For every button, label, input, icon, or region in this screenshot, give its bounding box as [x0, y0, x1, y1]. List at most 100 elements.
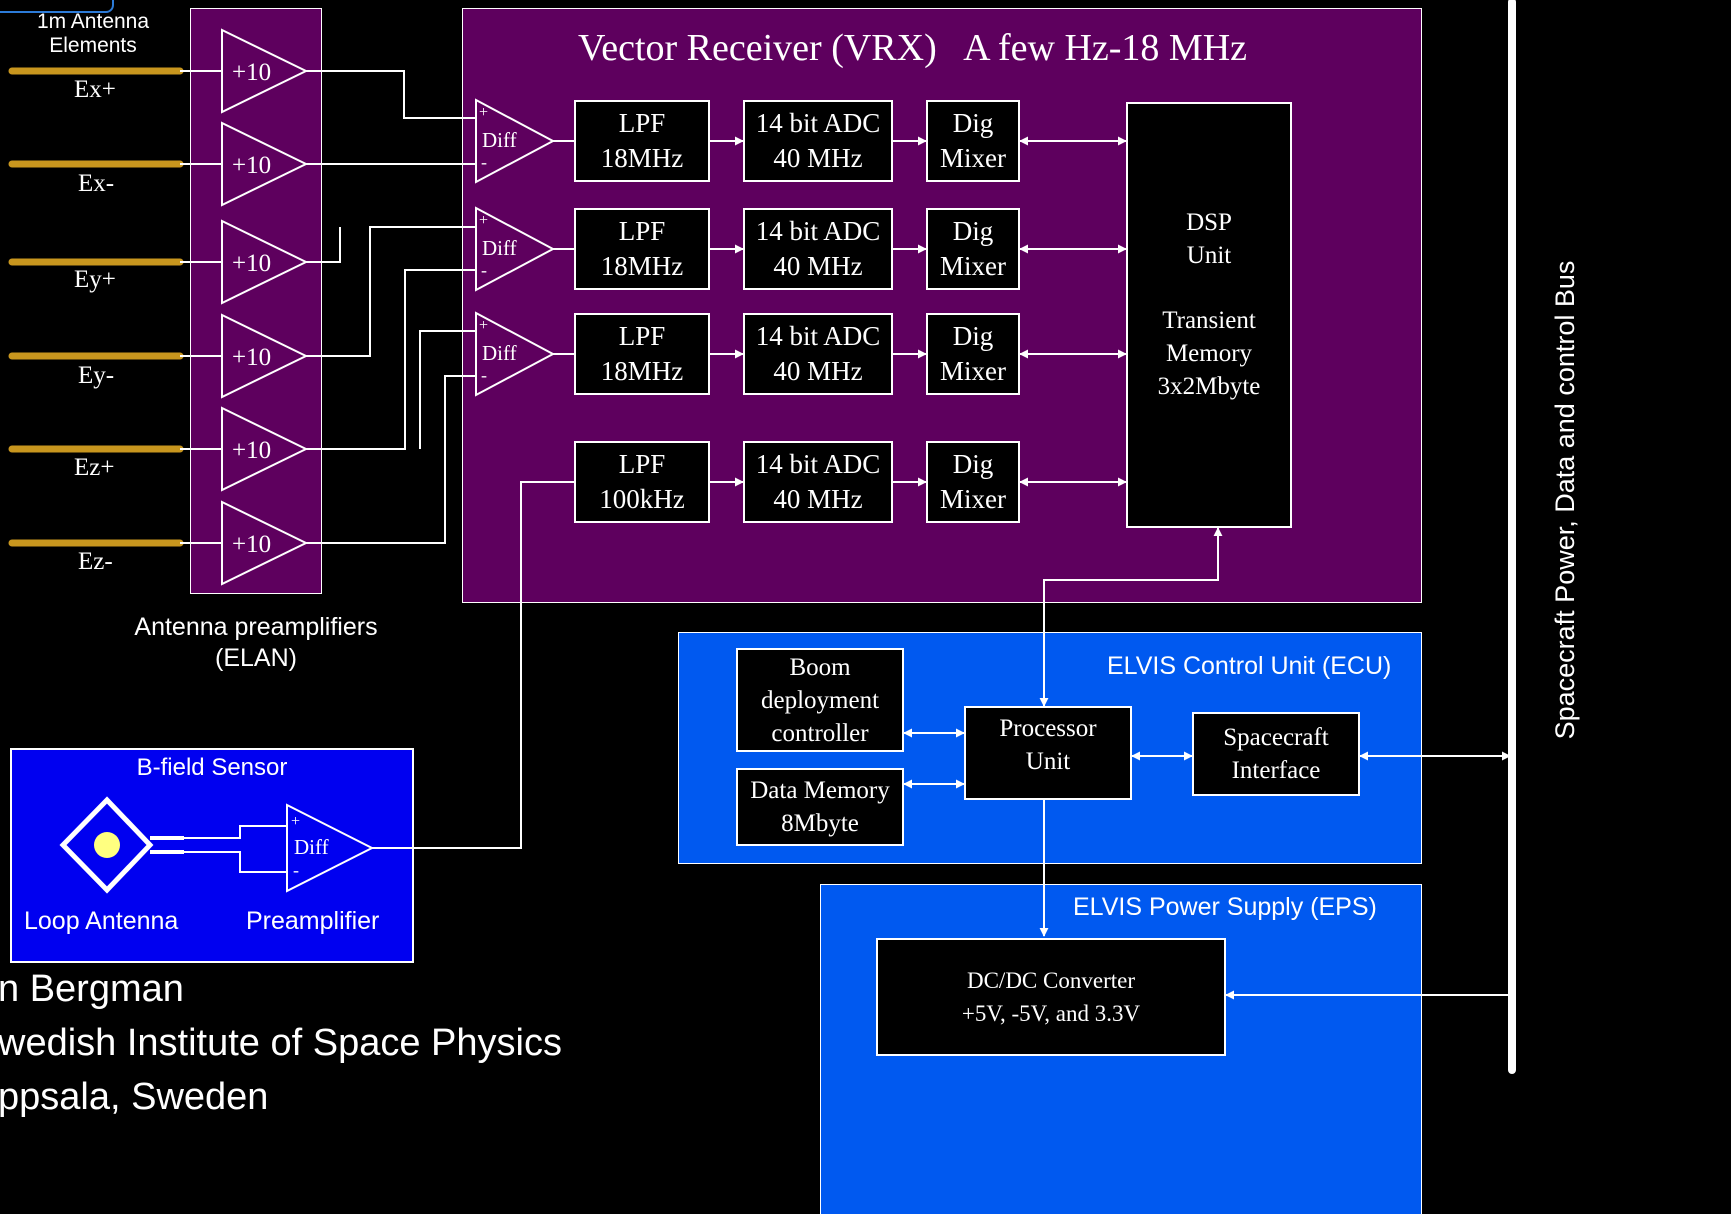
- bfield-minus: -: [293, 860, 299, 880]
- lpf-block-3: LPF 18MHz: [574, 313, 710, 395]
- mixer-block-1: Dig Mixer: [926, 100, 1020, 182]
- elan-preamps: [221, 28, 309, 586]
- mixer-label-2: Mixer: [940, 143, 1006, 173]
- processor-label-2: Unit: [1025, 748, 1071, 775]
- loop-core: [94, 832, 120, 858]
- mixer-block-2: Dig Mixer: [926, 208, 1020, 290]
- vrx-title: Vector Receiver (VRX) A few Hz-18 MHz: [578, 27, 1248, 69]
- bfield-plus: +: [291, 813, 301, 830]
- spacecraft-interface-block: Spacecraft Interface: [1192, 712, 1360, 796]
- elan-gain-3: +10: [232, 250, 272, 277]
- diff-minus-1: -: [481, 152, 487, 172]
- adc-label: 14 bit ADC: [755, 449, 881, 479]
- elan-label: Antenna preamplifiers (ELAN): [100, 612, 412, 674]
- datamem-label-1: Data Memory: [750, 777, 890, 804]
- adc-rate: 40 MHz: [773, 143, 863, 173]
- adc-block-3: 14 bit ADC 40 MHz: [743, 313, 893, 395]
- datamem-label-2: 8Mbyte: [781, 810, 859, 837]
- adc-rate: 40 MHz: [773, 484, 863, 514]
- boom-label-3: controller: [771, 719, 869, 747]
- data-memory-block: Data Memory 8Mbyte: [736, 768, 904, 846]
- diff-plus-2: +: [479, 212, 489, 229]
- mixer-block-4: Dig Mixer: [926, 441, 1020, 523]
- ecu-title: ELVIS Control Unit (ECU): [1107, 652, 1392, 680]
- lpf-label: LPF: [618, 449, 666, 479]
- lpf-block-2: LPF 18MHz: [574, 208, 710, 290]
- processor-unit-block: Processor Unit: [964, 706, 1132, 800]
- bfield-title: B-field Sensor: [136, 754, 288, 781]
- lpf-label: LPF: [618, 321, 666, 351]
- diff-minus-2: -: [481, 260, 487, 280]
- dsp-unit-block: DSP Unit Transient Memory 3x2Mbyte: [1126, 102, 1292, 528]
- lpf-label: LPF: [618, 216, 666, 246]
- loop-antenna-label: Loop Antenna: [24, 907, 179, 935]
- mixer-label-1: Dig: [952, 321, 994, 351]
- adc-label: 14 bit ADC: [755, 108, 881, 138]
- elan-gain-5: +10: [232, 437, 272, 464]
- diff-label-3: Diff: [482, 341, 517, 365]
- author-line-1: n Bergman: [0, 968, 184, 1010]
- elan-gain-1: +10: [232, 59, 272, 86]
- adc-rate: 40 MHz: [773, 251, 863, 281]
- diff-minus-3: -: [481, 365, 487, 385]
- vrx-diff-amps: [475, 98, 556, 397]
- diff-plus-1: +: [479, 104, 489, 121]
- adc-block-2: 14 bit ADC 40 MHz: [743, 208, 893, 290]
- bus-label: Spacecraft Power, Data and control Bus: [1550, 260, 1580, 740]
- dsp-label-2: Unit: [1186, 242, 1232, 269]
- antenna-heading-line1: 1m Antenna: [36, 10, 150, 33]
- lpf-freq: 100kHz: [599, 484, 685, 514]
- eps-title: ELVIS Power Supply (EPS): [1073, 893, 1377, 921]
- antenna-label-ey-plus: Ey+: [74, 266, 116, 293]
- boom-label-1: Boom: [789, 653, 851, 681]
- lpf-block-4: LPF 100kHz: [574, 441, 710, 523]
- adc-rate: 40 MHz: [773, 356, 863, 386]
- elan-label-line1: Antenna preamplifiers: [134, 613, 378, 641]
- mixer-label-2: Mixer: [940, 356, 1006, 386]
- diff-plus-3: +: [479, 317, 489, 334]
- mixer-block-3: Dig Mixer: [926, 313, 1020, 395]
- lpf-label: LPF: [618, 108, 666, 138]
- antenna-rods: [8, 67, 184, 547]
- dcdc-label-1: DC/DC Converter: [966, 968, 1135, 993]
- lpf-freq: 18MHz: [600, 143, 684, 173]
- elan-gain-6: +10: [232, 531, 272, 558]
- adc-block-1: 14 bit ADC 40 MHz: [743, 100, 893, 182]
- antenna-label-ez-minus: Ez-: [78, 548, 113, 575]
- antenna-label-ez-plus: Ez+: [74, 454, 115, 481]
- adc-label: 14 bit ADC: [755, 321, 881, 351]
- bfield-diff-label: Diff: [294, 835, 329, 859]
- scif-label-2: Interface: [1231, 757, 1321, 784]
- dsp-label-4: Memory: [1165, 340, 1253, 367]
- elan-gain-2: +10: [232, 152, 272, 179]
- author-line-3: ppsala, Sweden: [0, 1076, 269, 1118]
- scif-label-1: Spacecraft: [1223, 724, 1329, 751]
- lpf-freq: 18MHz: [600, 251, 684, 281]
- mixer-label-1: Dig: [952, 108, 994, 138]
- lpf-block-1: LPF 18MHz: [574, 100, 710, 182]
- logo-fragment: [0, 0, 114, 13]
- boom-label-2: deployment: [760, 686, 880, 714]
- antenna-label-ex-plus: Ex+: [74, 76, 116, 103]
- dsp-label-1: DSP: [1186, 209, 1232, 236]
- preamplifier-label: Preamplifier: [246, 907, 380, 935]
- dsp-spacer: [1128, 272, 1290, 304]
- diff-label-2: Diff: [482, 236, 517, 260]
- antenna-heading: 1m Antenna Elements: [34, 10, 152, 58]
- author-line-2: wedish Institute of Space Physics: [0, 1022, 562, 1064]
- adc-label: 14 bit ADC: [755, 216, 881, 246]
- lpf-freq: 18MHz: [600, 356, 684, 386]
- boom-controller-block: Boom deployment controller: [736, 648, 904, 752]
- mixer-label-2: Mixer: [940, 484, 1006, 514]
- dcdc-label-2: +5V, -5V, and 3.3V: [961, 1001, 1141, 1026]
- mixer-label-1: Dig: [952, 449, 994, 479]
- adc-block-4: 14 bit ADC 40 MHz: [743, 441, 893, 523]
- dsp-label-3: Transient: [1162, 307, 1256, 334]
- mixer-label-2: Mixer: [940, 251, 1006, 281]
- elan-gain-4: +10: [232, 344, 272, 371]
- dsp-label-5: 3x2Mbyte: [1157, 373, 1261, 400]
- antenna-heading-line2: Elements: [49, 34, 137, 57]
- dcdc-converter-block: DC/DC Converter +5V, -5V, and 3.3V: [876, 938, 1226, 1056]
- antenna-label-ex-minus: Ex-: [78, 170, 115, 197]
